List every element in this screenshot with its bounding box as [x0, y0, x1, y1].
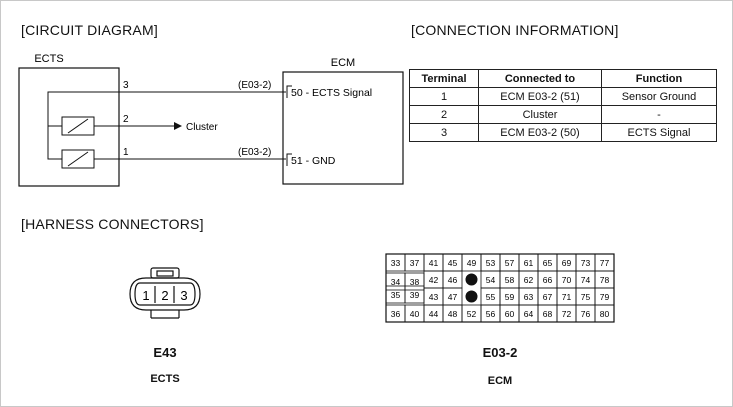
pin-79: 79	[600, 292, 610, 302]
pin-46: 46	[448, 275, 458, 285]
pin-72: 72	[562, 309, 572, 319]
table-row: 2 Cluster -	[409, 105, 717, 124]
pin-80: 80	[600, 309, 610, 319]
pin-63: 63	[524, 292, 534, 302]
pin-40: 40	[410, 309, 420, 319]
pin-60: 60	[505, 309, 515, 319]
pin-78: 78	[600, 275, 610, 285]
table-cell: 1	[409, 87, 479, 106]
table-header: Connected to	[478, 69, 602, 88]
circuit-diagram-heading: [CIRCUIT DIAGRAM]	[21, 22, 158, 38]
pin-48: 48	[448, 309, 458, 319]
e43-pin-1: 1	[142, 288, 149, 303]
ects-box	[18, 67, 120, 187]
pin-38: 38	[410, 277, 420, 287]
table-cell: 3	[409, 123, 479, 142]
pin-54: 54	[486, 275, 496, 285]
connector-code-e03-2-bottom: (E03-2)	[238, 147, 271, 158]
thermistor-icon	[61, 149, 95, 169]
connection-info-heading: [CONNECTION INFORMATION]	[411, 22, 619, 38]
pin-74: 74	[581, 275, 591, 285]
table-cell: -	[601, 105, 717, 124]
table-header-row: Terminal Connected to Function	[409, 69, 717, 88]
connector-code-e03-2-top: (E03-2)	[238, 80, 271, 91]
arrow-right-icon	[174, 122, 182, 130]
e43-component: ECTS	[150, 373, 180, 385]
ecm-label: ECM	[331, 57, 355, 69]
ects-pin-2: 2	[123, 114, 129, 125]
table-cell: ECM E03-2 (51)	[478, 87, 602, 106]
table-cell: ECTS Signal	[601, 123, 717, 142]
pin-76: 76	[581, 309, 591, 319]
pin-44: 44	[429, 309, 439, 319]
pin-71: 71	[562, 292, 572, 302]
pin-53: 53	[486, 258, 496, 268]
pin-73: 73	[581, 258, 591, 268]
pin-56: 56	[486, 309, 496, 319]
pin-61: 61	[524, 258, 534, 268]
e43-pin-2: 2	[161, 288, 168, 303]
cluster-label: Cluster	[186, 122, 218, 133]
e43-pin-3: 3	[180, 288, 187, 303]
pin-52: 52	[467, 309, 477, 319]
pin-bracket-icon	[286, 153, 292, 166]
e03-2-name: E03-2	[482, 345, 518, 360]
pin-37: 37	[410, 258, 420, 268]
table-header: Terminal	[409, 69, 479, 88]
pin-43: 43	[429, 292, 439, 302]
table-cell: 2	[409, 105, 479, 124]
e03-2-connector-grid: 33 37 41 45 49 53 57 61 65 69 73 77 36 40 44 48 52 56 60 64…	[385, 253, 615, 323]
pin-42: 42	[429, 275, 439, 285]
pin-59: 59	[505, 292, 515, 302]
ects-pin-1: 1	[123, 147, 129, 158]
pin-58: 58	[505, 275, 515, 285]
pin-34: 34	[391, 277, 401, 287]
pin-65: 65	[543, 258, 553, 268]
pin-64: 64	[524, 309, 534, 319]
pin-55: 55	[486, 292, 496, 302]
table-header: Function	[601, 69, 717, 88]
pin-79-cell	[594, 287, 615, 306]
pin-69: 69	[562, 258, 572, 268]
table-cell: Sensor Ground	[601, 87, 717, 106]
locating-dot-icon	[465, 290, 478, 303]
pin-67: 67	[543, 292, 553, 302]
pin-66: 66	[543, 275, 553, 285]
pin-bracket-icon	[286, 85, 292, 98]
ects-label: ECTS	[34, 53, 63, 65]
table-row: 3 ECM E03-2 (50) ECTS Signal	[409, 123, 717, 142]
pin-49: 49	[467, 258, 477, 268]
ecm-box	[282, 71, 404, 185]
pin-57: 57	[505, 258, 515, 268]
pin-62: 62	[524, 275, 534, 285]
connection-table: Terminal Connected to Function 1 ECM E03…	[409, 69, 717, 142]
pin-33: 33	[391, 258, 401, 268]
pin-47-cell	[442, 287, 463, 306]
e43-name: E43	[153, 345, 177, 360]
ects-internal-wiring	[47, 91, 118, 160]
table-cell: ECM E03-2 (50)	[478, 123, 602, 142]
ecm-pin-51-label: 51 - GND	[291, 155, 336, 167]
table-cell: Cluster	[478, 105, 602, 124]
table-row: 1 ECM E03-2 (51) Sensor Ground	[409, 87, 717, 106]
harness-wires	[118, 91, 286, 160]
pin-39: 39	[410, 290, 420, 300]
pin-68: 68	[543, 309, 553, 319]
ecm-pin-50-label: 50 - ECTS Signal	[291, 87, 372, 99]
pin-36: 36	[391, 309, 401, 319]
harness-connectors-heading: [HARNESS CONNECTORS]	[21, 216, 204, 232]
locating-dot-icon	[465, 273, 478, 286]
pin-75: 75	[581, 292, 591, 302]
pin-41: 41	[429, 258, 439, 268]
e03-2-component: ECM	[487, 375, 513, 387]
thermistor-icon	[61, 116, 95, 136]
pin-35: 35	[391, 290, 401, 300]
pin-47: 47	[448, 292, 458, 302]
pin-70: 70	[562, 275, 572, 285]
e43-connector-shape	[129, 267, 201, 319]
pin-77: 77	[600, 258, 610, 268]
pin-45: 45	[448, 258, 458, 268]
ects-pin-3: 3	[123, 80, 129, 91]
